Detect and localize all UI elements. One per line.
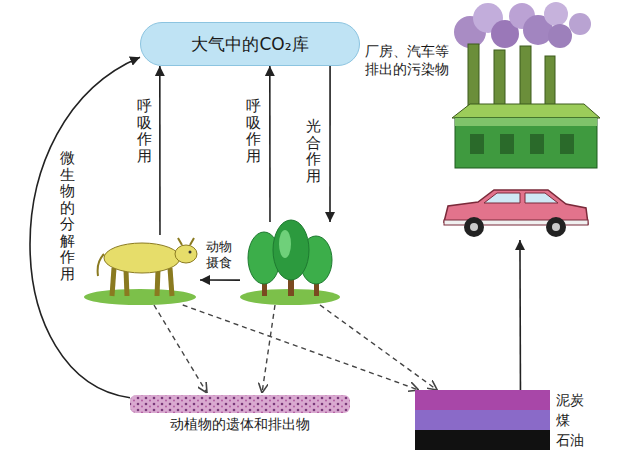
source-label: 厂房、汽车等排出的污染物 [365,42,451,78]
flow-arrow [329,66,331,222]
fuel-label: 泥炭 [556,391,584,409]
remains-label: 动植物的遗体和排出物 [130,416,350,434]
dashed-arrow [320,305,437,390]
fossil-fuels: 泥炭煤石油 [415,390,600,450]
edge-label: 呼吸作用 [246,98,261,164]
edge-label: 光合作用 [306,118,321,184]
remains-strip [130,395,350,413]
car [440,185,590,240]
dashed-arrow [183,305,419,390]
co2-pool: 大气中的CO₂库 [140,22,360,66]
flow-arrow [519,240,521,390]
flow-arrow [159,66,161,235]
cow [84,238,197,305]
cow [85,235,200,305]
fuel-label: 煤 [556,411,570,429]
edge-label: 呼吸作用 [137,98,152,164]
fuel-band [415,410,550,430]
flow-arrow [200,279,240,281]
trees [240,220,340,305]
fuel-band [415,390,550,410]
trees [240,222,340,305]
flow-arrow [30,57,140,398]
car [444,190,588,237]
smoke [454,2,591,48]
edge-label: 微生物的分解作用 [60,150,75,282]
dashed-arrow [154,305,207,393]
dashed-arrow [262,305,275,393]
fuel-band [415,430,550,450]
edge-label: 动物摄食 [205,239,233,270]
factory: 厂房、汽车等排出的污染物 [365,0,612,172]
flow-arrow [269,66,271,222]
factory [452,44,600,168]
fuel-label: 石油 [556,431,584,449]
remains: 动植物的遗体和排出物 [130,393,350,440]
pool-label: 大气中的CO₂库 [191,33,308,56]
